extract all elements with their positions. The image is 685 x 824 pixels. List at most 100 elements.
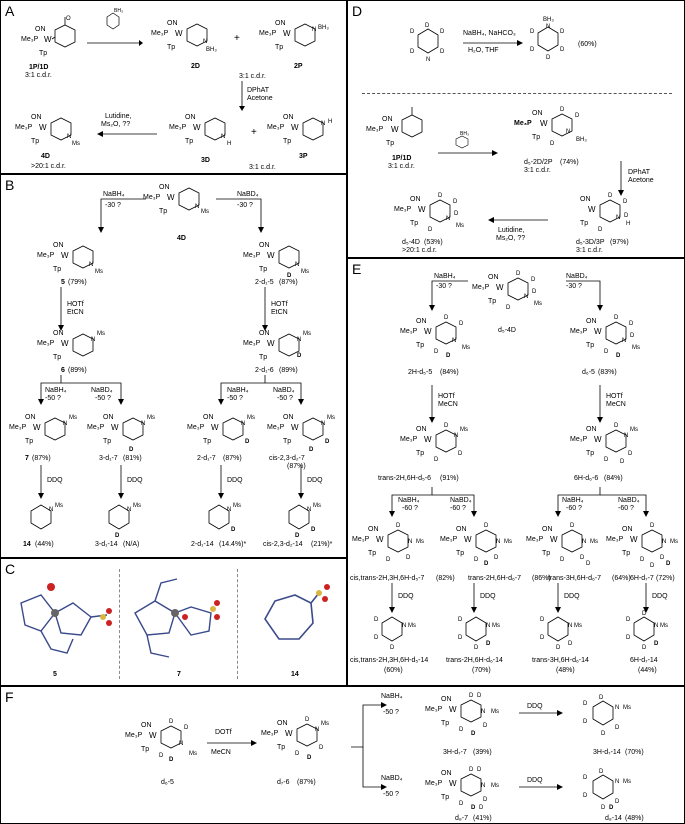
svg-text:N: N [49,507,53,513]
svg-text:D: D [483,797,488,803]
svg-text:W: W [588,205,596,214]
svg-text:Ms: Ms [408,623,416,629]
svg-text:W: W [291,123,299,132]
svg-text:D: D [568,641,573,647]
compound-name: trans-2H,6H-d₆-14 [446,657,503,664]
condition-text: NaBH₄ [562,497,584,504]
svg-text:D: D [531,277,536,283]
svg-text:BH₃: BH₃ [576,137,587,143]
svg-text:D: D [469,767,474,773]
svg-text:Me₃P: Me₃P [169,124,187,131]
svg-text:BH₃: BH₃ [460,131,469,137]
compound-sub: 3:1 c.d.r. [524,167,551,174]
svg-text:D: D [440,29,445,35]
condition-text: NaBH₄ [227,387,249,394]
svg-text:D: D [454,211,459,217]
compound-name: d₅-2D/2P [524,159,553,166]
yield-text: (74%) [560,159,579,166]
yield-text: (60%) [578,41,597,48]
svg-text:Me₃P: Me₃P [21,36,39,43]
svg-text:ON: ON [103,414,114,421]
svg-text:W: W [376,535,384,544]
svg-text:N: N [654,623,658,629]
svg-text:D: D [620,459,625,465]
svg-text:D: D [410,29,415,35]
svg-text:Tp: Tp [456,550,464,557]
svg-text:W: W [193,123,201,132]
svg-text:N: N [227,507,231,513]
svg-text:ON: ON [368,526,379,533]
svg-text:D: D [477,767,482,773]
svg-text:W: W [449,779,457,788]
svg-text:ON: ON [185,114,196,121]
svg-text:Tp: Tp [410,220,418,227]
svg-text:Ms: Ms [534,301,542,307]
condition-text: Acetone [628,177,654,184]
yield-text: (21%)* [311,541,333,548]
svg-text:ON: ON [275,20,286,27]
svg-text:Ms: Ms [416,539,424,545]
svg-text:D: D [650,563,655,569]
svg-text:W: W [291,423,299,432]
svg-text:Tp: Tp [416,342,424,349]
compound-name: trans-2H,6H-d₆-7 [468,575,522,582]
svg-text:H: H [227,141,231,147]
svg-text:W: W [594,435,602,444]
svg-text:W: W [44,35,52,44]
svg-text:Ms: Ms [327,415,335,421]
compound-name: cis,trans-2H,3H,6H-d₅-14 [350,657,429,664]
svg-text:Me₃P: Me₃P [267,424,285,431]
svg-text:Me₃P: Me₃P [259,30,277,37]
svg-text:D: D [642,611,647,617]
svg-text:D: D [374,617,379,623]
svg-text:W: W [464,535,472,544]
yield-text: (82%) [436,575,455,582]
svg-text:Tp: Tp [441,720,449,727]
svg-text:W: W [594,327,602,336]
svg-text:D: D [494,555,499,561]
svg-text:N: N [452,338,456,344]
svg-text:ON: ON [441,770,452,777]
svg-text:ON: ON [25,414,36,421]
svg-text:D: D [311,527,316,533]
condition-text: -30 ? [237,202,253,209]
svg-text:ON: ON [586,426,597,433]
svg-text:D: D [660,555,665,561]
condition-text: Acetone [247,95,273,102]
compound-sub: 3:1 c.d.r. [25,72,52,79]
svg-text:D: D [583,719,588,725]
condition-text: HOTf [67,301,84,308]
svg-text:D: D [583,775,588,781]
svg-text:D: D [169,757,174,763]
svg-text:D: D [486,641,491,647]
condition-text: -50 ? [45,395,61,402]
svg-text:D: D [325,439,330,445]
branch-arrows [38,198,304,499]
panel-label: A [5,3,15,19]
svg-text:N: N [179,741,183,747]
svg-text:N: N [241,421,245,427]
compound-name: d₈-7 [455,815,469,822]
svg-text:Ms: Ms [321,721,329,727]
yield-text: (79%) [68,279,87,286]
svg-text:BH₃: BH₃ [318,25,329,31]
yield-text: (60%) [384,667,403,674]
svg-text:Tp: Tp [103,438,111,445]
condition-text: -30 ? [566,283,582,290]
svg-text:Tp: Tp [622,550,630,557]
svg-text:W: W [33,423,41,432]
svg-text:ON: ON [35,26,46,33]
svg-text:D: D [484,561,489,567]
svg-text:D: D [474,557,479,563]
compound-sub: >20:1 c.d.r. [31,163,66,170]
compound-name: d₅-3D/3P [576,239,605,246]
condition-text: -60 ? [618,505,634,512]
condition-text: NaBD₄ [91,387,113,394]
condition-text: NaBD₄ [237,191,259,198]
svg-text:Tp: Tp [386,140,394,147]
compound-2d: ON Me₃P W Tp N BH₃ [151,20,217,53]
svg-text:D: D [307,755,312,761]
